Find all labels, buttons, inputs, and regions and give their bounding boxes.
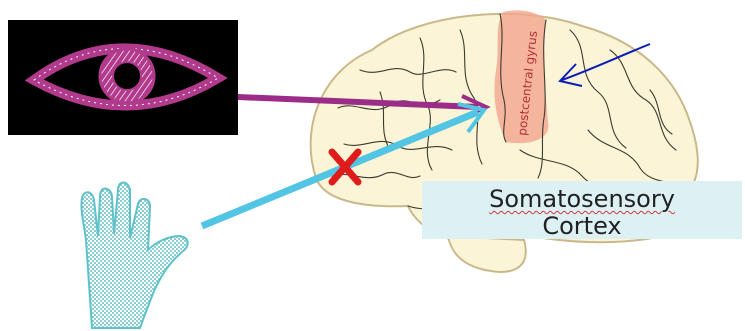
brainstem [448, 236, 526, 272]
hand-icon [81, 183, 187, 329]
cortex-label-box: Somatosensory Cortex [422, 181, 742, 239]
cortex-label-line2: Cortex [422, 212, 742, 240]
cortex-label-line1: Somatosensory [422, 185, 742, 213]
eye-panel [8, 20, 238, 135]
